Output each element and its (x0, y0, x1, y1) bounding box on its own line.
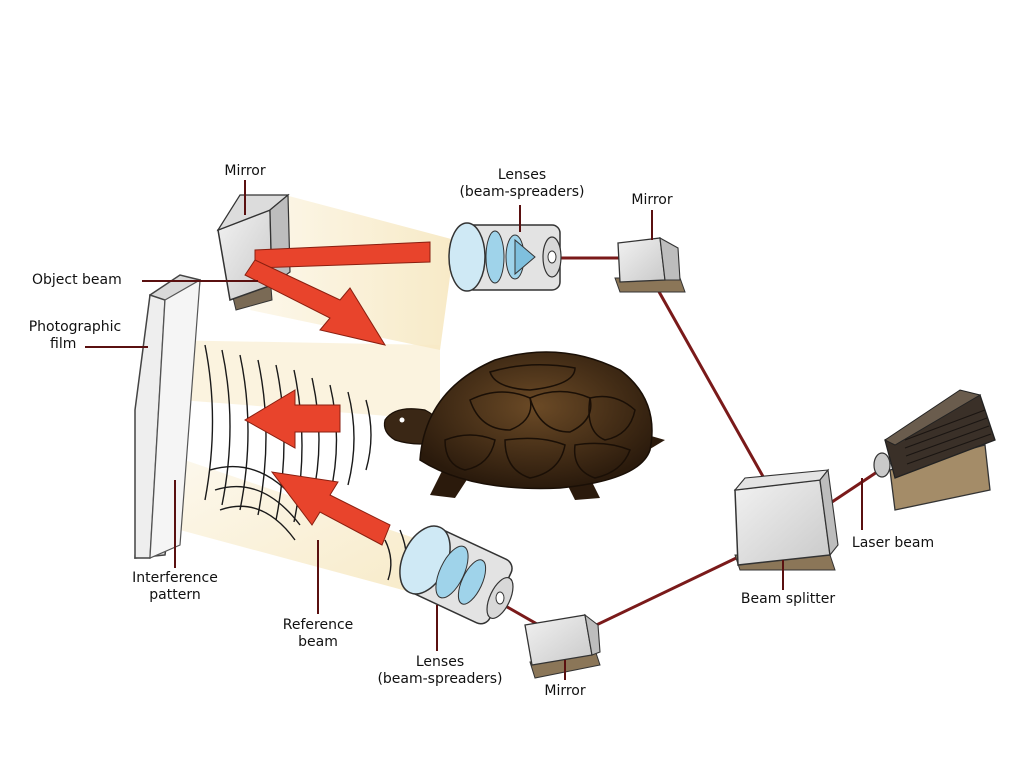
turtle (383, 351, 665, 500)
label-reference-beam: Reference beam (268, 617, 368, 651)
label-interference-pattern: Interference pattern (125, 570, 225, 604)
label-reference-line2: beam (298, 634, 338, 650)
object-spread-glow (160, 340, 440, 420)
label-reference-line1: Reference (282, 617, 354, 633)
lens-assembly-bottom (399, 525, 514, 625)
label-photographic-film-line1: Photographic (28, 319, 122, 335)
label-interference-line1: Interference (132, 570, 218, 586)
label-mirror-top-left: Mirror (224, 163, 266, 179)
mirror-top-right (614, 236, 686, 293)
photographic-film (134, 274, 201, 559)
laser (873, 389, 996, 511)
label-mirror-bottom: Mirror (544, 683, 586, 699)
label-photographic-film: Photographic film (15, 319, 135, 353)
label-lenses-top-line2: (beam-spreaders) (459, 184, 585, 200)
lens-assembly-top (448, 222, 562, 292)
reference-beam-glow (170, 455, 440, 600)
label-beam-splitter: Beam splitter (740, 591, 836, 607)
object-beam-glow (250, 195, 455, 350)
label-laser-beam: Laser beam (851, 535, 935, 551)
beam-splitter (733, 468, 839, 571)
label-object-beam: Object beam (32, 272, 122, 288)
label-lenses-top: Lenses (beam-spreaders) (442, 167, 602, 201)
label-lenses-bottom: Lenses (beam-spreaders) (360, 654, 520, 688)
label-mirror-top-right: Mirror (631, 192, 673, 208)
mirror-bottom (524, 613, 601, 679)
label-interference-line2: pattern (149, 587, 201, 603)
leader-lines (85, 180, 863, 680)
label-lenses-top-line1: Lenses (497, 167, 547, 183)
label-lenses-bottom-line2: (beam-spreaders) (377, 671, 503, 687)
label-lenses-bottom-line1: Lenses (415, 654, 465, 670)
object-beam-arrows (244, 241, 431, 546)
label-photographic-film-line2: film (50, 336, 77, 352)
